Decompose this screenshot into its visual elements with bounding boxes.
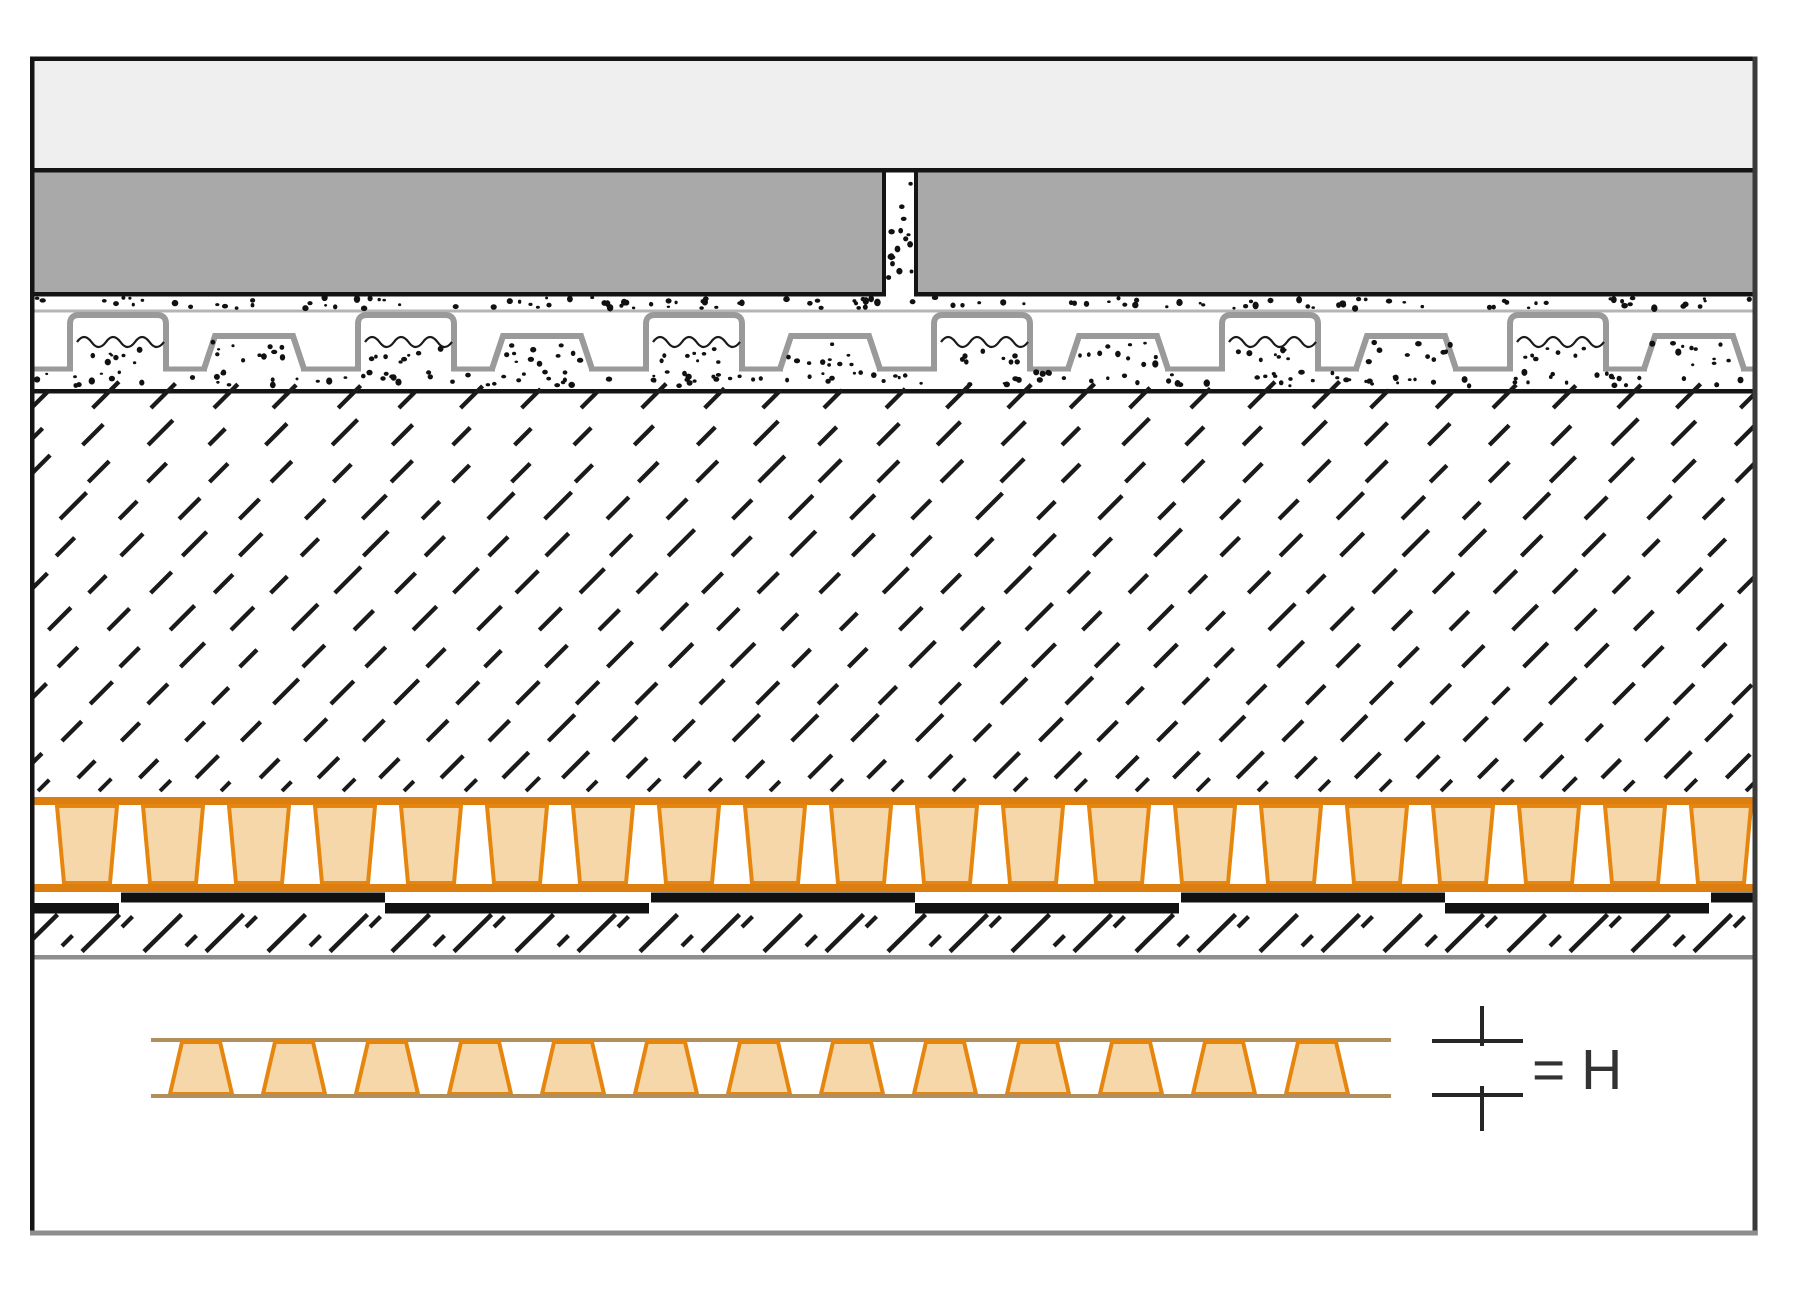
bonding-layer — [34, 892, 1753, 914]
height-label: = H — [1532, 1038, 1622, 1102]
top-slab-band — [34, 61, 1753, 168]
tile-covering-layer — [34, 168, 1753, 297]
thinset-membrane-layer — [34, 294, 1753, 389]
drawing-frame-border — [30, 56, 1758, 1236]
legend-membrane-strip — [151, 1038, 1391, 1098]
height-dimension-symbol — [1432, 1006, 1523, 1131]
substrate-layer — [34, 912, 1753, 960]
screed-layer — [34, 379, 1753, 797]
orange-membrane-layer — [34, 797, 1753, 892]
